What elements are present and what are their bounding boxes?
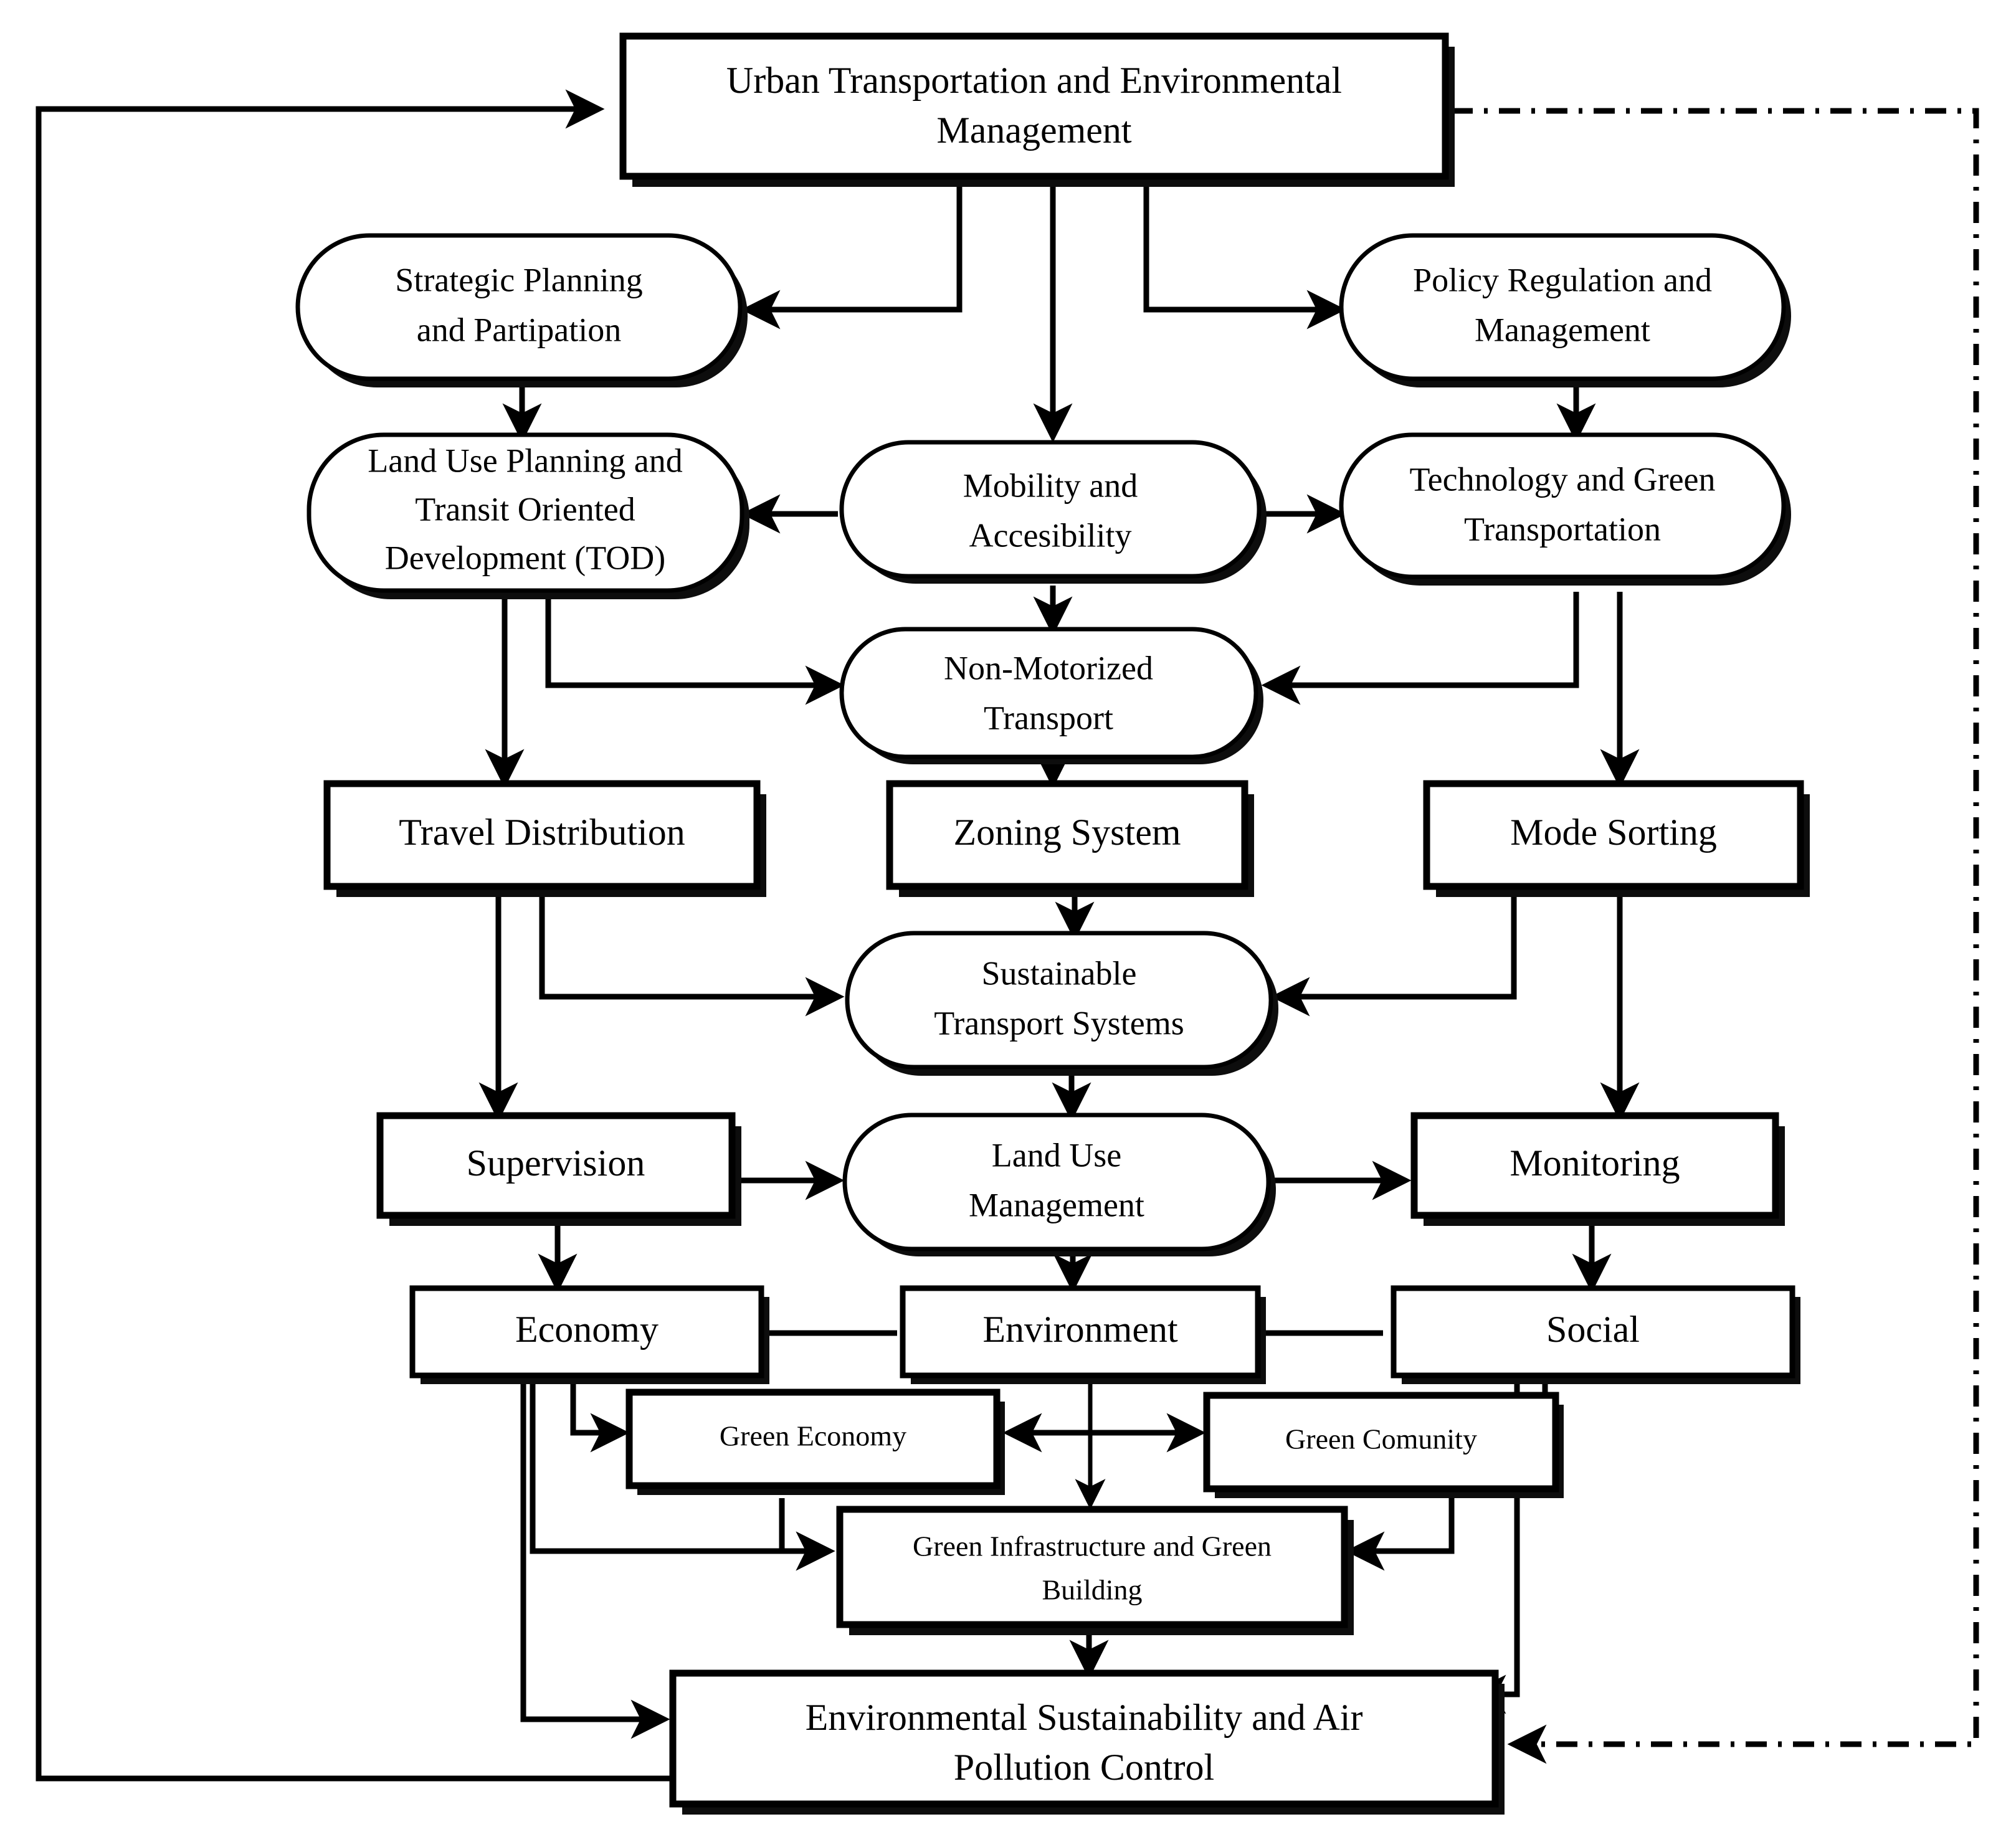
node-non-motorized-line1: Non-Motorized — [944, 649, 1153, 686]
node-technology-green[interactable]: Technology and Green Transportation — [1339, 432, 1791, 586]
node-strategic-planning[interactable]: Strategic Planning and Partipation — [295, 233, 748, 387]
node-travel-distribution-label: Travel Distribution — [399, 812, 685, 853]
node-non-motorized[interactable]: Non-Motorized Transport — [839, 627, 1263, 764]
connector-travel-distribution-to-sustainable — [539, 891, 845, 1017]
node-mobility[interactable]: Mobility and Accesibility — [839, 440, 1267, 584]
node-green-infrastructure-line1: Green Infrastructure and Green — [913, 1531, 1272, 1562]
connector-outcome-to-root-feedback — [36, 89, 673, 1782]
node-monitoring-label: Monitoring — [1510, 1142, 1680, 1184]
node-strategic-planning-line2: and Partipation — [417, 311, 621, 348]
connector-mode-sorting-to-sustainable — [1270, 891, 1517, 1017]
node-land-use-management[interactable]: Land Use Management — [842, 1113, 1276, 1256]
node-green-economy[interactable]: Green Economy — [625, 1388, 1005, 1495]
connector-economy-to-outcome — [520, 1380, 670, 1739]
node-policy-regulation-line2: Management — [1475, 311, 1650, 348]
node-social-label: Social — [1546, 1309, 1640, 1350]
node-mobility-line1: Mobility and — [963, 467, 1138, 504]
node-green-community[interactable]: Green Comunity — [1203, 1392, 1564, 1498]
node-environment-label: Environment — [982, 1309, 1178, 1350]
connector-root-to-policy-regulation — [1143, 181, 1346, 330]
node-root-line1: Urban Transportation and Environmental — [726, 60, 1342, 101]
node-land-use-management-line2: Management — [969, 1186, 1144, 1223]
node-land-use-management-line1: Land Use — [992, 1136, 1121, 1174]
node-supervision[interactable]: Supervision — [376, 1112, 741, 1226]
connector-root-to-outcome-dashed — [1452, 108, 1979, 1764]
node-environment[interactable]: Environment — [900, 1285, 1266, 1384]
node-root[interactable]: Urban Transportation and Environmental M… — [619, 32, 1455, 187]
connector-social-to-green-infrastructure — [1345, 1495, 1455, 1571]
node-policy-regulation[interactable]: Policy Regulation and Management — [1339, 233, 1791, 387]
node-green-economy-label: Green Economy — [720, 1420, 906, 1452]
node-sustainable-transport-line1: Sustainable — [982, 954, 1137, 992]
node-supervision-label: Supervision — [467, 1142, 645, 1184]
connector-root-to-strategic-planning — [741, 181, 963, 330]
node-outcome[interactable]: Environmental Sustainability and Air Pol… — [669, 1669, 1505, 1815]
node-green-community-label: Green Comunity — [1285, 1423, 1477, 1455]
node-green-infrastructure[interactable]: Green Infrastructure and Green Building — [836, 1506, 1354, 1635]
node-sustainable-transport-line2: Transport Systems — [934, 1004, 1184, 1042]
node-social[interactable]: Social — [1391, 1285, 1800, 1384]
node-land-use-tod-line2: Transit Oriented — [415, 490, 635, 528]
node-travel-distribution[interactable]: Travel Distribution — [323, 780, 766, 897]
node-policy-regulation-line1: Policy Regulation and — [1413, 261, 1712, 298]
node-green-infrastructure-line2: Building — [1042, 1574, 1142, 1606]
node-mobility-line2: Accesibility — [969, 516, 1132, 554]
node-root-line2: Management — [936, 110, 1132, 151]
node-zoning-system[interactable]: Zoning System — [886, 780, 1254, 897]
node-sustainable-transport[interactable]: Sustainable Transport Systems — [845, 931, 1278, 1076]
node-technology-green-line1: Technology and Green — [1409, 460, 1715, 498]
connector-green-economy-to-green-infrastructure — [779, 1498, 835, 1571]
node-land-use-tod-line3: Development (TOD) — [385, 539, 665, 576]
node-zoning-system-label: Zoning System — [953, 812, 1181, 853]
node-land-use-tod-line1: Land Use Planning and — [368, 442, 682, 479]
node-outcome-line1: Environmental Sustainability and Air — [806, 1697, 1363, 1738]
connector-land-use-tod-to-non-motorized — [545, 592, 845, 705]
node-outcome-line2: Pollution Control — [954, 1747, 1214, 1788]
node-non-motorized-line2: Transport — [984, 699, 1113, 736]
connector-technology-to-non-motorized — [1261, 592, 1579, 705]
node-mode-sorting-label: Mode Sorting — [1510, 812, 1717, 853]
node-economy[interactable]: Economy — [409, 1285, 769, 1384]
node-land-use-tod[interactable]: Land Use Planning and Transit Oriented D… — [307, 432, 749, 599]
node-strategic-planning-line1: Strategic Planning — [395, 261, 642, 298]
connector-economy-to-green-infrastructure — [530, 1380, 835, 1571]
node-economy-label: Economy — [515, 1309, 659, 1350]
node-mode-sorting[interactable]: Mode Sorting — [1423, 780, 1810, 897]
node-monitoring[interactable]: Monitoring — [1410, 1112, 1785, 1226]
node-technology-green-line2: Transportation — [1464, 510, 1661, 548]
connector-economy-to-green-economy — [570, 1380, 630, 1453]
